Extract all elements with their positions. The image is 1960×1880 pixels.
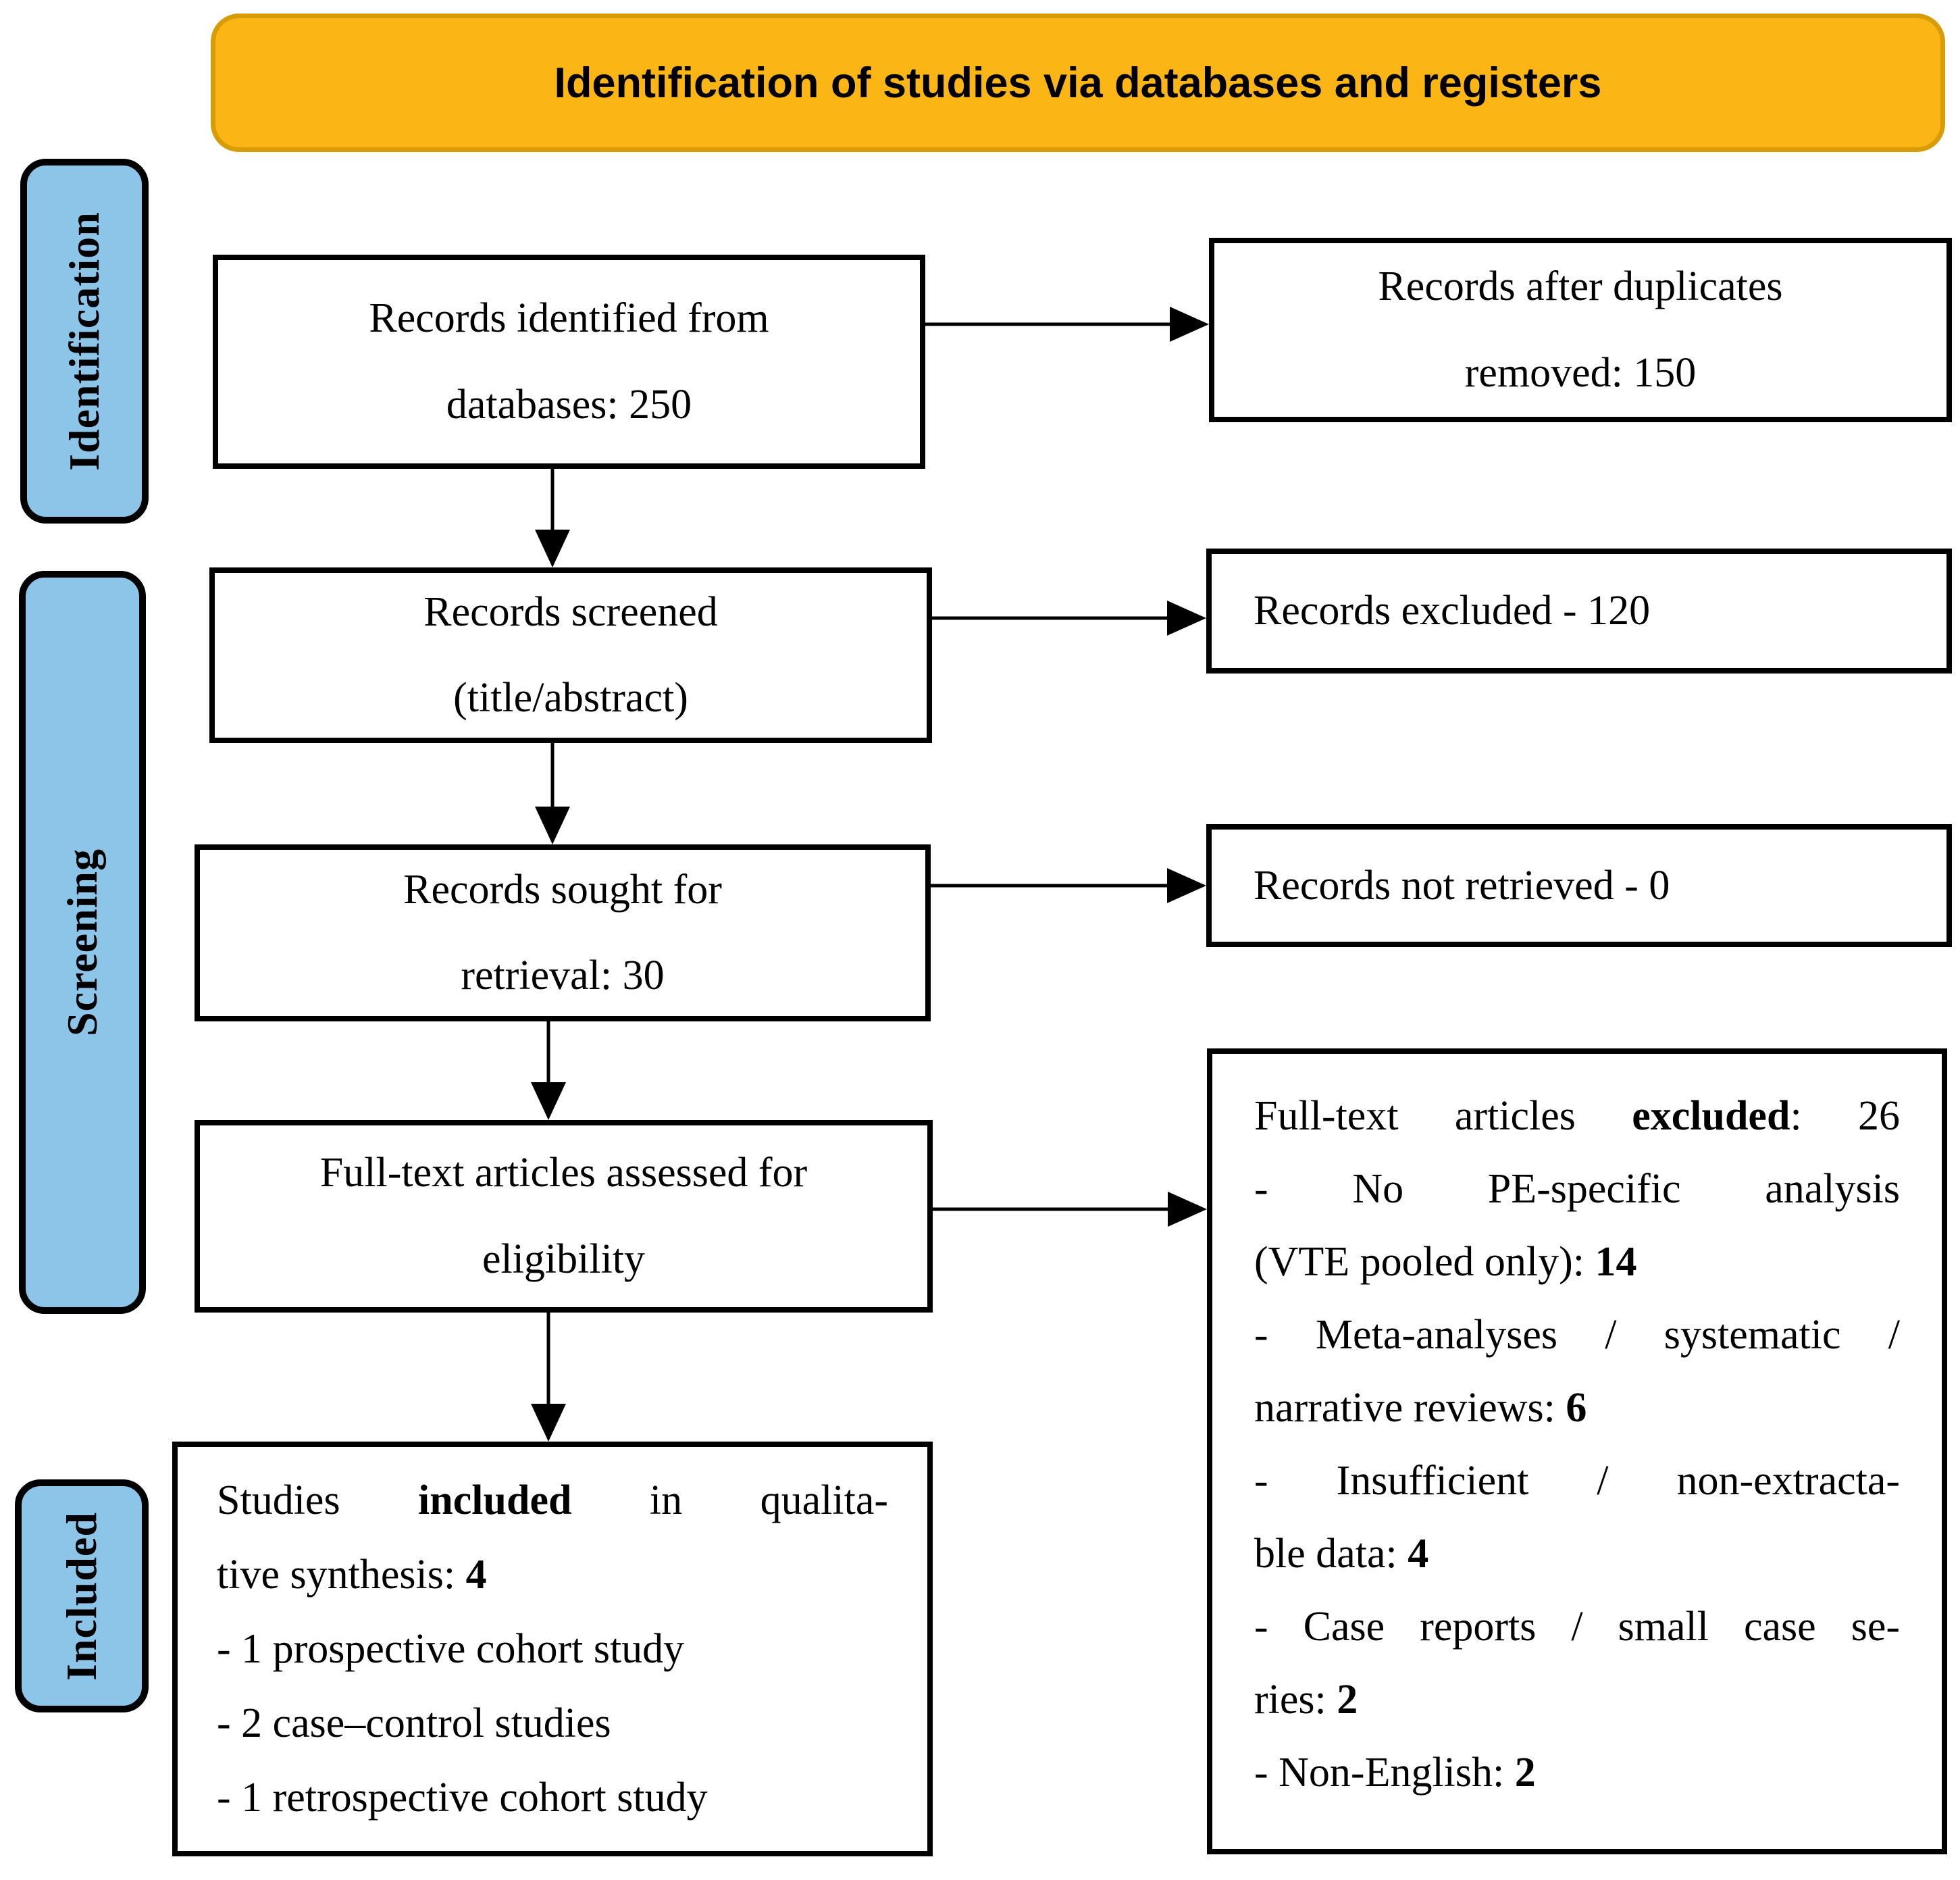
duplicates-removed-line2: removed: 150 (1464, 349, 1697, 396)
box-fulltext-excluded: Full-text articles excluded: 26 - No PE-… (1207, 1048, 1947, 1854)
records-screened-line1: Records screened (423, 588, 718, 635)
exclusion-reason-case-line2-text: ries: (1254, 1677, 1337, 1723)
box-fulltext-assessed: Full-text articles assessed for eligibil… (195, 1120, 933, 1313)
arrow-fulltext-to-excluded-full (933, 1192, 1207, 1227)
box-records-sought: Records sought for retrieval: 30 (195, 844, 931, 1021)
banner-title: Identification of studies via databases … (554, 59, 1602, 107)
exclusion-reason-pe-line2: (VTE pooled only): 14 (1254, 1225, 1900, 1298)
exclusion-reason-data-line2-text: ble data: (1254, 1531, 1408, 1577)
box-records-identified: Records identified from databases: 250 (213, 255, 925, 469)
exclusion-reason-language-text: - Non-English: (1254, 1750, 1515, 1796)
arrow-sought-to-not-retrieved (931, 868, 1206, 903)
box-records-excluded: Records excluded - 120 (1206, 549, 1952, 674)
records-excluded-text: Records excluded - 120 (1254, 588, 1651, 634)
box-records-not-retrieved: Records not retrieved - 0 (1206, 824, 1952, 947)
studies-included-heading-line2: tive synthesis: 4 (217, 1538, 888, 1612)
records-identified-line2: databases: 250 (446, 381, 692, 428)
banner: Identification of studies via databases … (211, 14, 1945, 152)
arrow-fulltext-to-included (531, 1313, 566, 1442)
stage-label-screening-text: Screening (58, 848, 106, 1037)
exclusion-reason-case-line1: - Case reports / small case se- (1254, 1604, 1900, 1650)
arrow-screened-to-excluded (932, 601, 1206, 636)
stage-label-screening: Screening (19, 571, 146, 1314)
arrow-screened-to-sought (535, 743, 570, 844)
records-sought-line1: Records sought for (403, 866, 722, 913)
included-study-type-2: - 2 case–control studies (217, 1700, 611, 1746)
exclusion-reason-case-count: 2 (1337, 1677, 1358, 1723)
fulltext-excluded-heading-c: : 26 (1790, 1093, 1900, 1139)
records-not-retrieved-text: Records not retrieved - 0 (1254, 862, 1670, 909)
studies-included-heading-b: included (418, 1477, 572, 1523)
stage-label-identification: Identification (20, 159, 149, 524)
exclusion-reason-case-line2: ries: 2 (1254, 1663, 1900, 1736)
stage-label-included: Included (15, 1479, 149, 1712)
studies-included-count: 4 (465, 1552, 487, 1598)
fulltext-assessed-line1: Full-text articles assessed for (319, 1150, 808, 1196)
exclusion-reason-meta-line1: - Meta-analyses / systematic / (1254, 1312, 1900, 1358)
box-records-screened: Records screened (title/abstract) (209, 567, 932, 743)
studies-included-heading-line2-text: tive synthesis: (217, 1552, 466, 1598)
exclusion-reason-meta-line2: narrative reviews: 6 (1254, 1371, 1900, 1444)
stage-label-included-text: Included (57, 1511, 105, 1681)
box-studies-included: Studies included in qualita- tive synthe… (172, 1442, 933, 1856)
included-study-type-1: - 1 prospective cohort study (217, 1626, 685, 1672)
box-duplicates-removed: Records after duplicates removed: 150 (1209, 238, 1952, 422)
studies-included-heading-c: in qualita- (571, 1477, 888, 1523)
exclusion-reason-data-line1: - Insufficient / non-extracta- (1254, 1458, 1900, 1504)
exclusion-reason-meta-count: 6 (1566, 1385, 1587, 1431)
included-study-type-3: - 1 retrospective cohort study (217, 1775, 708, 1821)
exclusion-reason-pe-line1: - No PE-specific analysis (1254, 1166, 1900, 1212)
exclusion-reason-data-line2: ble data: 4 (1254, 1517, 1900, 1590)
records-sought-line2: retrieval: 30 (461, 952, 665, 998)
arrow-identified-to-screened (535, 469, 570, 567)
exclusion-reason-pe-count: 14 (1595, 1239, 1637, 1285)
studies-included-heading-line1: Studies included in qualita- (217, 1463, 888, 1538)
exclusion-reason-meta-line2-text: narrative reviews: (1254, 1385, 1566, 1431)
stage-label-identification-text: Identification (60, 211, 108, 471)
fulltext-assessed-line2: eligibility (482, 1236, 646, 1282)
fulltext-excluded-heading: Full-text articles excluded: 26 (1254, 1079, 1900, 1152)
studies-included-heading-a: Studies (217, 1477, 419, 1523)
records-identified-line1: Records identified from (369, 295, 769, 342)
records-screened-line2: (title/abstract) (453, 675, 688, 721)
fulltext-excluded-heading-b: excluded (1632, 1093, 1790, 1139)
exclusion-reason-pe-line2-text: (VTE pooled only): (1254, 1239, 1595, 1285)
exclusion-reason-language: - Non-English: 2 (1254, 1736, 1900, 1809)
exclusion-reason-data-count: 4 (1408, 1531, 1429, 1577)
exclusion-reason-language-count: 2 (1514, 1750, 1536, 1796)
fulltext-excluded-heading-a: Full-text articles (1254, 1093, 1632, 1139)
arrow-sought-to-fulltext (531, 1021, 566, 1120)
arrow-identified-to-duplicates (925, 307, 1209, 342)
duplicates-removed-line1: Records after duplicates (1378, 263, 1783, 310)
